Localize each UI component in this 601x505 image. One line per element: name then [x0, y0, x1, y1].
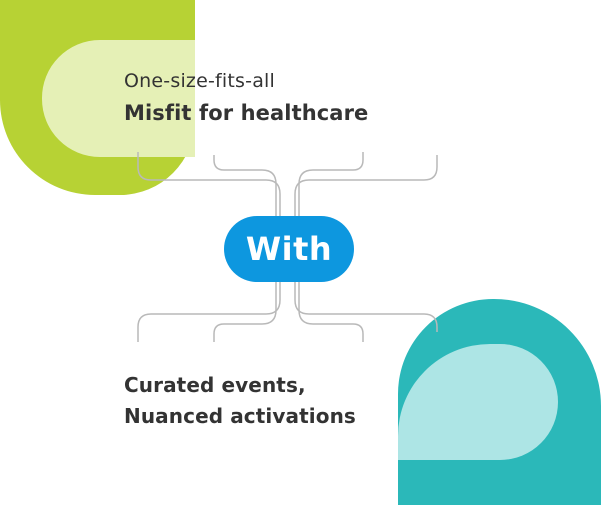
bottom-connector-3 — [298, 282, 364, 342]
bottom-label: Curated events, Nuanced activations — [124, 370, 356, 432]
top-connector-3 — [298, 152, 364, 216]
top-connector-4 — [294, 155, 438, 216]
top-connector-1 — [137, 152, 281, 216]
bottom-label-line2: Nuanced activations — [124, 404, 356, 428]
top-connector-2 — [213, 155, 277, 216]
top-label-line2: Misfit for healthcare — [124, 101, 369, 125]
top-label: One-size-fits-all Misfit for healthcare — [124, 66, 368, 130]
teal-shape-inner — [398, 344, 558, 460]
with-pill-label: With — [245, 230, 333, 268]
bottom-label-line1: Curated events, — [124, 373, 306, 397]
bottom-connector-1 — [137, 282, 281, 342]
green-shape-inner — [41, 40, 195, 157]
with-pill: With — [224, 216, 354, 282]
top-label-line1: One-size-fits-all — [124, 70, 276, 92]
connector-lines — [137, 152, 438, 342]
bottom-connector-4 — [294, 282, 438, 332]
bottom-connector-2 — [213, 282, 277, 342]
